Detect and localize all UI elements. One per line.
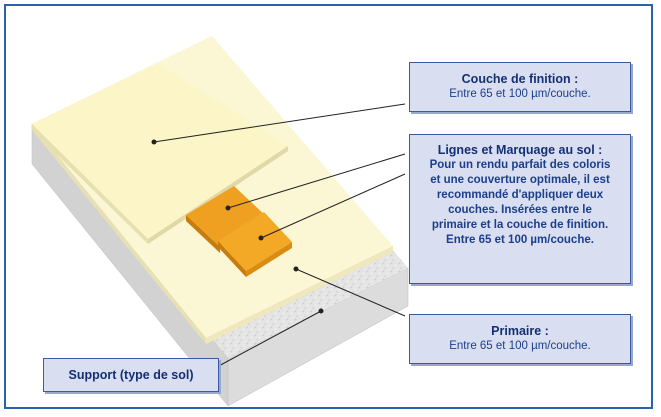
callout-lignes-et-marquage: Lignes et Marquage au sol : Pour un rend… <box>409 134 631 284</box>
callout-title: Support (type de sol) <box>68 368 194 382</box>
callout-title: Primaire : <box>491 324 549 338</box>
marking-patch-front-edge <box>218 241 246 277</box>
callout-description-line: couches. Insérées entre le <box>448 204 592 216</box>
leader-lignes-1 <box>227 153 406 209</box>
primer-layer-front-edge <box>206 246 393 344</box>
leader-finition <box>153 103 406 143</box>
callout-description-line: Pour un rendu parfait des coloris <box>429 159 611 171</box>
callout-description-line: primaire et la couche de finition. <box>431 219 609 231</box>
leader-support <box>214 310 322 369</box>
callout-primaire: Primaire : Entre 65 et 100 µm/couche. <box>409 314 631 364</box>
marking-patch-back <box>186 186 268 247</box>
finish-coat-left-edge <box>32 124 148 244</box>
finish-coat-layer <box>32 63 288 239</box>
callout-description-line: recommandé d'appliquer deux <box>436 189 604 201</box>
callout-description-line: et une couverture optimale, il est <box>430 174 610 186</box>
marking-patch-front-edge-2 <box>246 242 292 277</box>
leader-primaire <box>295 268 406 317</box>
callout-description-line: Entre 65 et 100 µm/couche. <box>446 234 594 246</box>
marking-patch-back-edge <box>186 215 220 253</box>
primer-layer-edge <box>32 124 206 344</box>
marking-patch-front <box>218 212 292 271</box>
callout-title: Lignes et Marquage au sol : <box>437 143 603 157</box>
diagram-frame: Couche de finition : Entre 65 et 100 µm/… <box>4 4 653 409</box>
callout-couche-de-finition: Couche de finition : Entre 65 et 100 µm/… <box>409 62 631 112</box>
callout-description: Entre 65 et 100 µm/couche. <box>449 88 591 100</box>
floor-layers-illustration <box>31 36 409 407</box>
callout-title: Couche de finition : <box>461 72 579 86</box>
leader-lignes-2 <box>260 173 406 239</box>
finish-coat-edge <box>148 146 288 244</box>
callout-support: Support (type de sol) <box>43 358 219 392</box>
callout-description: Entre 65 et 100 µm/couche. <box>449 340 591 352</box>
